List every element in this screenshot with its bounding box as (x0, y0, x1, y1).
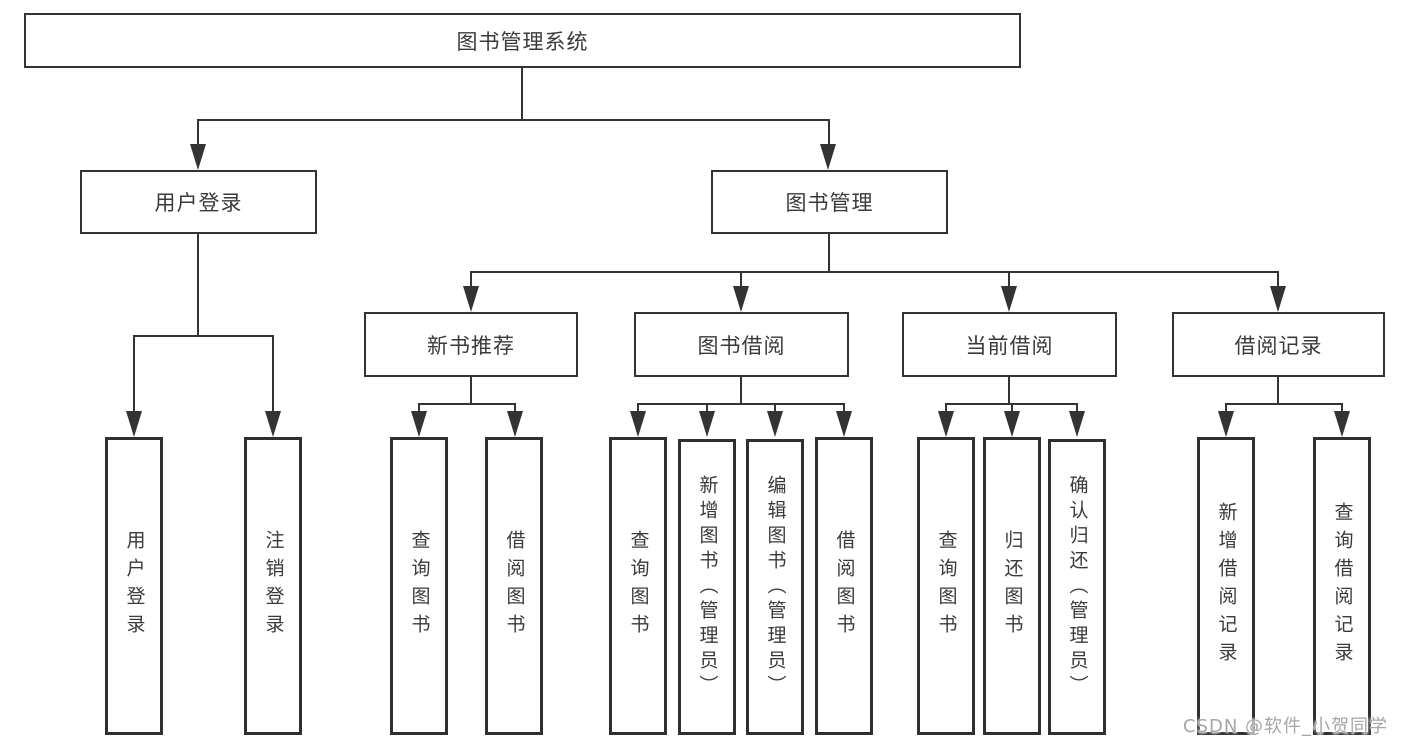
arrowhead-down-icon (836, 411, 852, 437)
leaf-query-books-recommend: 查询图书 (390, 437, 448, 735)
arrowhead-down-icon (820, 144, 836, 170)
leaf-label: 新增借阅记录 (1215, 502, 1238, 670)
connector-line (521, 68, 523, 121)
leaf-label: 新增图书（管理员） (696, 474, 719, 700)
connector-line (514, 403, 516, 417)
node-label: 借阅记录 (1234, 333, 1323, 358)
arrowhead-down-icon (507, 411, 523, 437)
node-new-book-recommend: 新书推荐 (364, 312, 578, 377)
arrowhead-down-icon (265, 411, 281, 437)
connector-line (470, 271, 1279, 273)
leaf-borrow-books-recommend: 借阅图书 (485, 437, 543, 735)
node-book-borrowing: 图书借阅 (634, 312, 849, 377)
connector-line (1076, 403, 1078, 417)
arrowhead-down-icon (1001, 286, 1017, 312)
arrowhead-down-icon (630, 411, 646, 437)
connector-line (1341, 403, 1343, 417)
node-current-borrowing: 当前借阅 (902, 312, 1117, 377)
connector-line (740, 271, 742, 291)
connector-line (637, 403, 639, 417)
arrowhead-down-icon (938, 411, 954, 437)
arrowhead-down-icon (463, 286, 479, 312)
leaf-query-books-borrowing: 查询图书 (609, 437, 667, 735)
node-book-management: 图书管理 (711, 170, 948, 234)
connector-line (945, 403, 947, 417)
node-label: 当前借阅 (965, 333, 1054, 358)
connector-line (774, 403, 776, 417)
arrowhead-down-icon (190, 144, 206, 170)
connector-line (197, 119, 199, 149)
connector-line (1225, 403, 1227, 417)
connector-line (1008, 271, 1010, 291)
leaf-add-borrow-record: 新增借阅记录 (1197, 437, 1255, 735)
connector-line (470, 271, 472, 291)
leaf-logout: 注销登录 (244, 437, 302, 735)
connector-line (418, 403, 516, 405)
arrowhead-down-icon (1218, 411, 1234, 437)
arrowhead-down-icon (1069, 411, 1085, 437)
connector-line (272, 335, 274, 415)
connector-line (1011, 403, 1013, 417)
arrowhead-down-icon (767, 411, 783, 437)
arrowhead-down-icon (1334, 411, 1350, 437)
leaf-query-books-current: 查询图书 (917, 437, 975, 735)
arrowhead-down-icon (126, 411, 142, 437)
connector-line (828, 119, 830, 149)
arrowhead-down-icon (411, 411, 427, 437)
leaf-return-books: 归还图书 (983, 437, 1041, 735)
connector-line (197, 234, 199, 337)
node-label: 新书推荐 (427, 333, 515, 358)
csdn-watermark: CSDN @软件_小贺同学 (1183, 716, 1389, 737)
node-label: 图书借阅 (697, 333, 786, 358)
node-label: 图书管理系统 (456, 29, 589, 54)
connector-line (133, 335, 135, 415)
leaf-label: 归还图书 (1001, 530, 1024, 642)
arrowhead-down-icon (1270, 286, 1286, 312)
leaf-label: 借阅图书 (833, 530, 856, 642)
leaf-label: 用户登录 (123, 530, 146, 642)
leaf-confirm-return-admin: 确认归还（管理员） (1048, 439, 1106, 735)
leaf-label: 注销登录 (262, 530, 285, 642)
connector-line (706, 403, 708, 417)
leaf-label: 查询借阅记录 (1331, 502, 1354, 670)
connector-line (197, 119, 830, 121)
connector-line (843, 403, 845, 417)
node-library-management-system: 图书管理系统 (24, 13, 1021, 68)
leaf-user-login: 用户登录 (105, 437, 163, 735)
connector-line (1277, 271, 1279, 291)
arrowhead-down-icon (699, 411, 715, 437)
leaf-edit-book-admin: 编辑图书（管理员） (746, 439, 804, 735)
leaf-label: 确认归还（管理员） (1066, 474, 1089, 700)
connector-line (418, 403, 420, 417)
leaf-label: 查询图书 (935, 530, 958, 642)
leaf-label: 编辑图书（管理员） (764, 474, 787, 700)
leaf-label: 借阅图书 (503, 530, 526, 642)
node-user-login-branch: 用户登录 (80, 170, 317, 234)
leaf-label: 查询图书 (408, 530, 431, 642)
leaf-borrow-books: 借阅图书 (815, 437, 873, 735)
arrowhead-down-icon (733, 286, 749, 312)
leaf-add-book-admin: 新增图书（管理员） (678, 439, 736, 735)
connector-line (1008, 377, 1010, 405)
node-borrow-records: 借阅记录 (1172, 312, 1385, 377)
node-label: 用户登录 (154, 191, 243, 215)
connector-line (828, 234, 830, 273)
connector-line (133, 335, 274, 337)
arrowhead-down-icon (1004, 411, 1020, 437)
leaf-label: 查询图书 (627, 530, 650, 642)
connector-line (1225, 403, 1343, 405)
leaf-query-borrow-record: 查询借阅记录 (1313, 437, 1371, 735)
connector-line (470, 377, 472, 405)
node-label: 图书管理 (785, 191, 874, 215)
connector-line (637, 403, 845, 405)
connector-line (740, 377, 742, 405)
connector-line (1277, 377, 1279, 405)
